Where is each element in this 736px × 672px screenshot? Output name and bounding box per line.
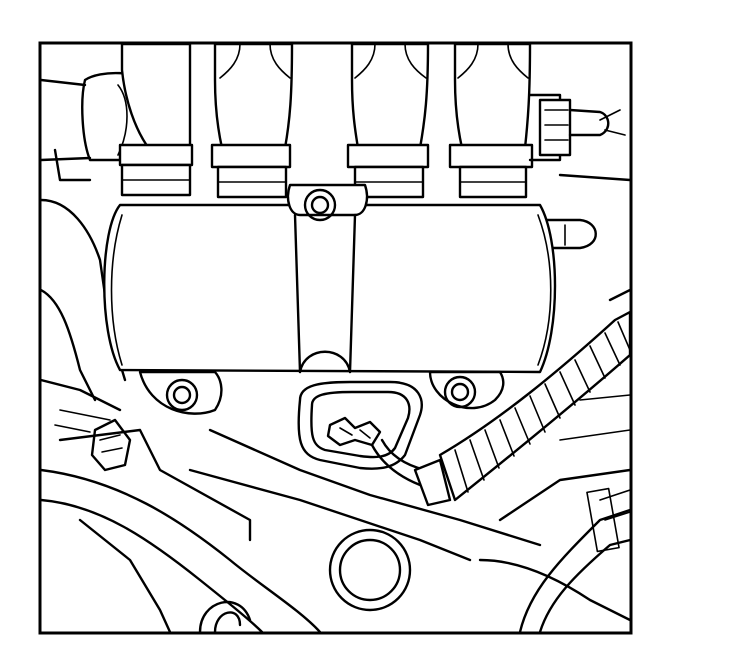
mounting-bolts	[138, 370, 505, 415]
engine-block-background	[41, 198, 630, 632]
coil-electrical-connector	[297, 380, 423, 470]
ignition-coil-pack	[103, 183, 557, 374]
wiring-harness	[370, 288, 630, 507]
right-side-connector	[528, 93, 630, 250]
spark-plug-boots	[118, 44, 534, 199]
